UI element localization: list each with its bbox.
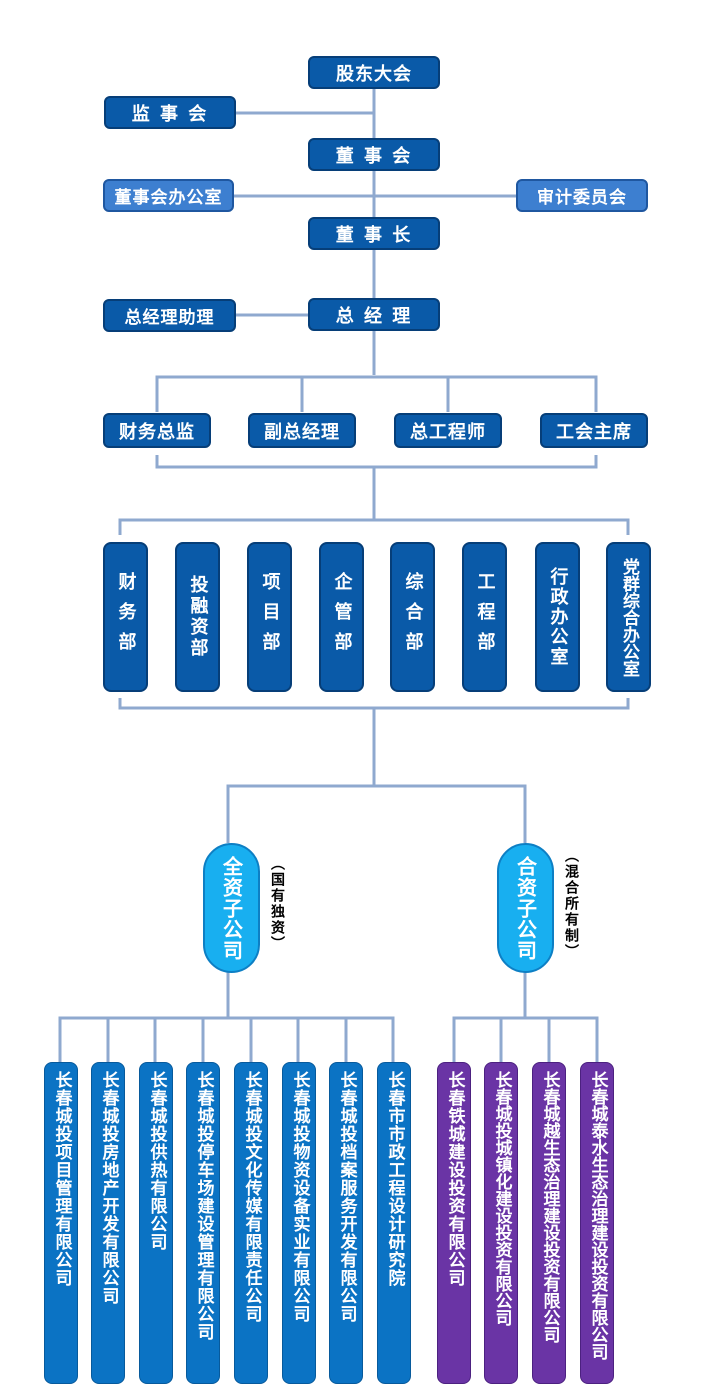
dept-projects: 项目部 — [247, 542, 292, 692]
exec-chief-engineer: 总工程师 — [394, 413, 502, 448]
subsidiary-chengyue-ecology: 长春城越生态治理建设投资有限公司 — [532, 1062, 566, 1384]
mixed-owned-oval: 合资子公司 — [497, 843, 554, 973]
gm-assistant-box: 总经理助理 — [103, 299, 236, 332]
dept-investment-financing: 投融资部 — [175, 542, 220, 692]
gm-box: 总 经 理 — [308, 298, 440, 331]
audit-committee-box: 审计委员会 — [516, 179, 648, 212]
subsidiary-tiecheng: 长春铁城建设投资有限公司 — [437, 1062, 471, 1384]
subsidiary-parking: 长春城投停车场建设管理有限公司 — [186, 1062, 220, 1384]
wholly-owned-note: （国有独资） — [269, 856, 285, 952]
dept-enterprise-mgmt: 企管部 — [319, 542, 364, 692]
dept-finance: 财务部 — [103, 542, 148, 692]
supervisors-box: 监 事 会 — [104, 96, 236, 129]
chairman-box: 董 事 长 — [308, 217, 440, 250]
subsidiary-design-institute: 长春市市政工程设计研究院 — [377, 1062, 411, 1384]
dept-general: 综合部 — [390, 542, 435, 692]
board-box: 董 事 会 — [308, 138, 440, 171]
dept-engineering: 工程部 — [462, 542, 507, 692]
subsidiary-project-mgmt: 长春城投项目管理有限公司 — [44, 1062, 78, 1384]
wholly-owned-oval: 全资子公司 — [203, 843, 260, 973]
exec-deputy-gm: 副总经理 — [248, 413, 356, 448]
mixed-owned-note: （混合所有制） — [563, 848, 579, 960]
dept-admin-office: 行政办公室 — [535, 542, 580, 692]
dept-party-office: 党群综合办公室 — [606, 542, 651, 692]
subsidiary-archives: 长春城投档案服务开发有限公司 — [329, 1062, 363, 1384]
subsidiary-heating: 长春城投供热有限公司 — [139, 1062, 173, 1384]
shareholders-box: 股东大会 — [308, 56, 440, 89]
subsidiary-culture-media: 长春城投文化传媒有限责任公司 — [234, 1062, 268, 1384]
subsidiary-chengtai-water: 长春城泰水生态治理建设投资有限公司 — [580, 1062, 614, 1384]
subsidiary-urbanization: 长春城投城镇化建设投资有限公司 — [484, 1062, 518, 1384]
exec-union-chair: 工会主席 — [540, 413, 648, 448]
board-office-box: 董事会办公室 — [103, 179, 234, 212]
exec-finance-director: 财务总监 — [103, 413, 211, 448]
subsidiary-materials: 长春城投物资设备实业有限公司 — [282, 1062, 316, 1384]
subsidiary-real-estate: 长春城投房地产开发有限公司 — [91, 1062, 125, 1384]
